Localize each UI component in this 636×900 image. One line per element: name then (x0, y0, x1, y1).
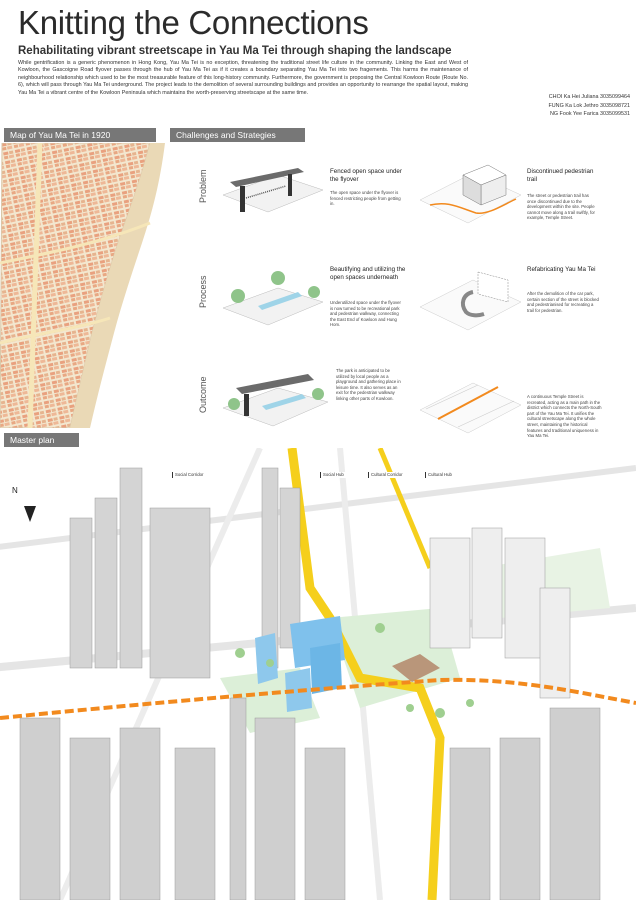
problem-1-desc: The open space under the flyover is fenc… (330, 190, 401, 207)
process-2-title: Refabricating Yau Ma Tei (527, 266, 596, 273)
masterplan-axonometric (0, 448, 636, 900)
author-1: CHOI Ka Hei Juliana 3035099464 (548, 94, 630, 100)
flyover-fenced-diagram (222, 168, 324, 213)
outcome-2-desc: A continuous Temple Street is recreated,… (527, 394, 602, 439)
process-1-desc: Underutilized space under the flyover is… (330, 300, 401, 328)
park-outcome-diagram (222, 374, 329, 427)
outcome-1-desc: The park is anticipated to be utilized b… (336, 368, 401, 401)
historic-map-1920 (0, 143, 165, 428)
section-challenges-heading: Challenges and Strategies (170, 128, 305, 142)
section-map-heading: Map of Yau Ma Tei in 1920 (4, 128, 156, 142)
park-underneath-diagram (222, 271, 324, 326)
north-indicator: N (12, 486, 18, 495)
label-social-corridor: Social Corridor (172, 472, 206, 478)
refabricated-street-diagram (419, 271, 522, 331)
section-masterplan-heading: Master plan (4, 433, 79, 447)
label-social-hub: Social Hub (320, 472, 346, 478)
poster-subtitle: Rehabilitating vibrant streetscape in Ya… (18, 45, 452, 57)
label-cultural-hub: Cultural Hub (425, 472, 454, 478)
author-2: FUNG Ka Lok Jethro 3035098721 (548, 102, 630, 109)
author-3: NG Fook Yee Farica 3035099531 (549, 111, 630, 117)
pedestrian-trail-diagram (419, 164, 522, 224)
process-2-desc: After the demolition of the car park, ce… (527, 291, 599, 313)
row-label-outcome: Outcome (198, 376, 208, 413)
problem-1-title: Fenced open space under the flyover (330, 168, 402, 183)
row-label-process: Process (198, 275, 208, 308)
label-cultural-corridor: Cultural Corridor (368, 472, 405, 478)
row-label-problem: Problem (198, 169, 208, 203)
intro-paragraph: While gentrification is a generic phenom… (18, 60, 468, 96)
authors-block: CHOI Ka Hei Juliana 3035099464 FUNG Ka L… (494, 93, 630, 119)
poster-title: Knitting the Connections (18, 4, 369, 41)
process-1-title: Beautifying and utilizing the open space… (330, 266, 406, 281)
problem-2-desc: The street or pedestrian trail has once … (527, 193, 595, 221)
problem-2-title: Discontinued pedestrian trail (527, 168, 594, 183)
continuous-street-diagram (419, 382, 522, 434)
